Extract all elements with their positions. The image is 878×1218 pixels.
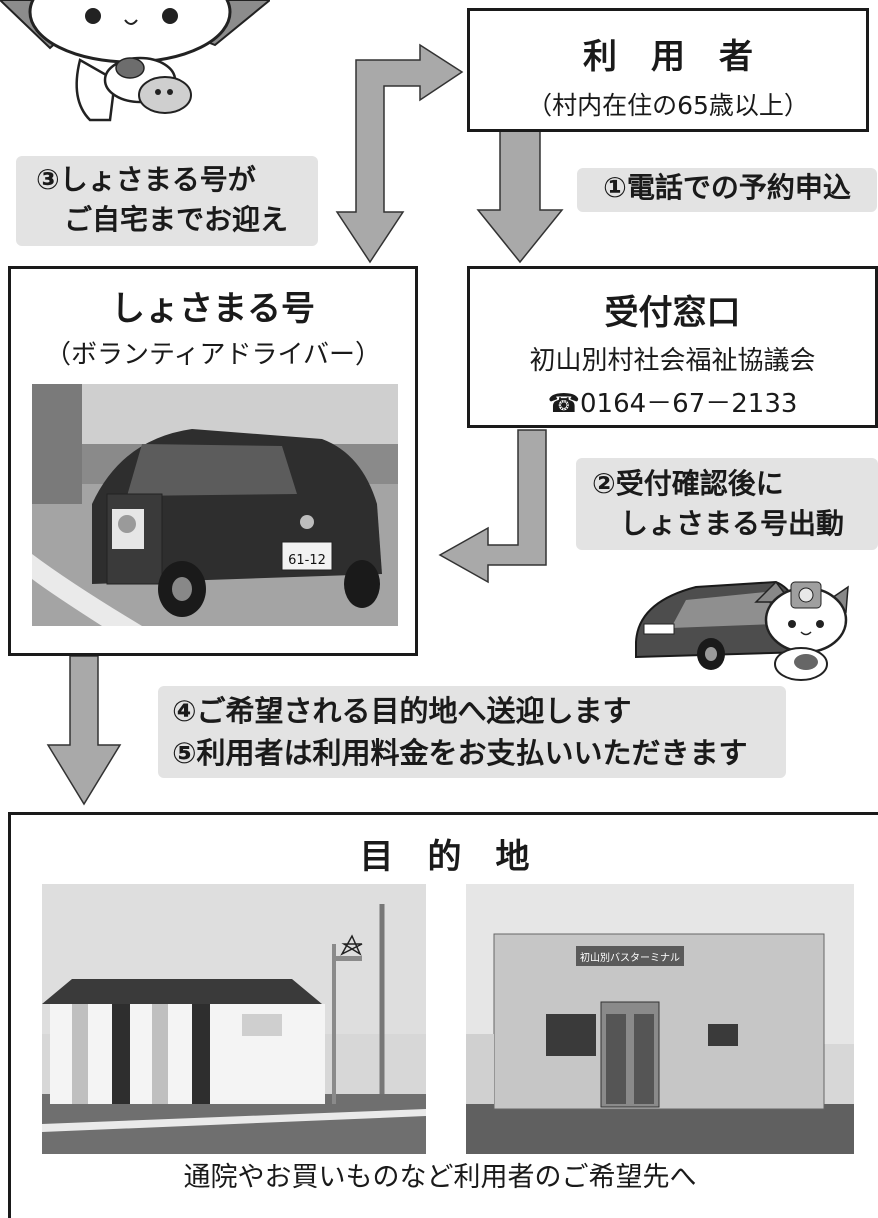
license-plate-text: 61-12 — [288, 553, 326, 568]
reception-box: 受付窓口 初山別村社会福祉協議会 ☎0164－67－2133 — [467, 266, 878, 428]
mascot-illustration-top — [0, 0, 270, 122]
step-4-label: ④ご希望される目的地へ送迎します — [172, 694, 632, 728]
step-2-line1: ②受付確認後に — [592, 467, 784, 500]
user-subtitle: （村内在住の65歳以上） — [527, 91, 809, 120]
user-box: 利 用 者 （村内在住の65歳以上） — [467, 8, 869, 132]
reception-title: 受付窓口 — [604, 293, 741, 333]
step-1-label: ①電話での予約申込 — [603, 171, 851, 204]
step-5-label: ⑤利用者は利用料金をお支払いいただきます — [172, 736, 748, 770]
arrow-user-to-reception — [476, 129, 564, 264]
destination-title: 目 的 地 — [359, 837, 530, 877]
arrow-car-to-destination — [46, 655, 122, 806]
car-photo: 61-12 — [32, 384, 398, 626]
reception-phone: ☎0164－67－2133 — [547, 389, 798, 419]
destination-photo-hospital — [42, 884, 426, 1154]
step-3-line1: ③しょさまる号が — [36, 163, 256, 196]
destination-photo-bus-terminal: 初山別バスターミナル — [466, 884, 854, 1154]
step-2-line2: しょさまる号出動 — [592, 507, 845, 540]
car-subtitle: （ボランティアドライバー） — [45, 340, 381, 370]
step-1-pill: ①電話での予約申込 — [577, 168, 877, 212]
step-45-pill: ④ご希望される目的地へ送迎します ⑤利用者は利用料金をお支払いいただきます — [158, 686, 786, 778]
arrow-car-to-user — [335, 43, 464, 264]
reception-org: 初山別村社会福祉協議会 — [529, 346, 816, 376]
step-3-line2: ご自宅までお迎え — [36, 203, 289, 236]
mascot-car-illustration — [635, 580, 849, 681]
bus-terminal-sign: 初山別バスターミナル — [580, 951, 680, 964]
step-3-pill: ③しょさまる号が ご自宅までお迎え — [16, 156, 318, 246]
car-title: しょさまる号 — [111, 289, 315, 329]
user-title: 利 用 者 — [583, 37, 753, 77]
arrow-reception-to-car — [438, 429, 547, 584]
destination-caption: 通院やお買いものなど利用者のご希望先へ — [183, 1162, 697, 1193]
step-2-pill: ②受付確認後に しょさまる号出動 — [576, 458, 878, 550]
